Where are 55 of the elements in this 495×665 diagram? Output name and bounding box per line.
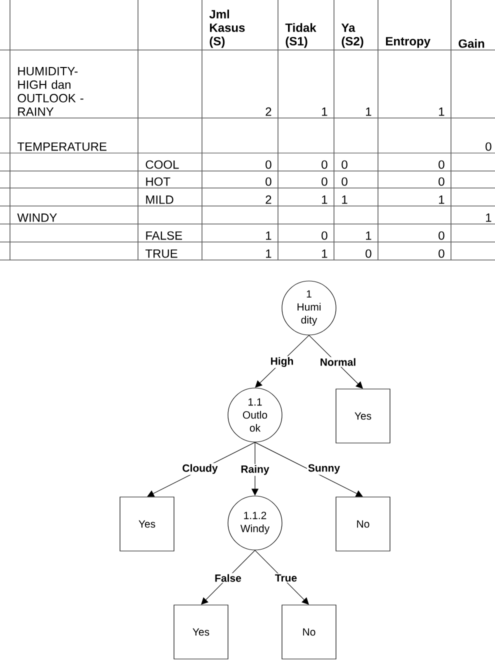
table-cell: WINDY	[17, 214, 57, 222]
table-cell: MILD	[146, 196, 174, 204]
table-cell: 2	[266, 107, 272, 116]
table-cell: HOT	[146, 177, 170, 186]
edge-label: Normal	[318, 357, 358, 367]
table-cell: TRUE	[145, 249, 178, 258]
table-cell: 0	[322, 160, 328, 169]
table-cell: 1	[486, 214, 492, 222]
column-header: Entropy	[386, 37, 430, 48]
table-cell: HUMIDITY- HIGH dan OUTLOOK - RAINY	[18, 67, 84, 116]
arrow	[254, 550, 309, 605]
table-cell: 0	[266, 160, 272, 169]
column-header: Gain	[458, 39, 484, 48]
edge-label: High	[269, 356, 295, 368]
table-cell: 0	[438, 231, 444, 240]
arrow	[308, 335, 363, 389]
leaf-box: No	[336, 496, 390, 552]
table-cell: FALSE	[146, 231, 182, 240]
table-cell: 0	[322, 177, 328, 186]
edge-label: False	[214, 573, 242, 583]
table-cell: 0	[266, 177, 272, 186]
table-cell: 1	[322, 108, 328, 116]
column-header: Ya (S2)	[341, 24, 364, 48]
table-cell: 0	[438, 249, 444, 258]
table-cell: 0	[366, 249, 372, 258]
table-cell: COOL	[146, 160, 179, 169]
table-cell: 1	[366, 108, 372, 116]
table-cell: 1	[266, 250, 272, 258]
table-cell: 0	[438, 160, 444, 169]
leaf-box: Yes	[336, 388, 390, 444]
table-cell: 1	[366, 232, 372, 240]
table-cell: 0	[342, 177, 348, 186]
table-cell: 0	[342, 160, 348, 169]
table-cell: 2	[266, 195, 272, 204]
table-cell: 1	[266, 232, 272, 240]
table-cell: 1	[322, 196, 328, 204]
arrow	[201, 550, 256, 605]
leaf-box: No	[282, 604, 336, 660]
arrow	[254, 442, 363, 497]
table-cell: 1	[439, 196, 444, 204]
table-cell: 0	[486, 142, 492, 151]
edge-label: Sunny	[306, 463, 342, 475]
edge-label: True	[274, 573, 298, 583]
table-cell: 1	[439, 108, 444, 116]
table-cell: 1	[342, 196, 348, 204]
table-cell: 1	[322, 250, 328, 258]
table-cell: 0	[438, 177, 444, 186]
leaf-box: Yes	[174, 604, 228, 660]
column-header: Tidak (S1)	[285, 23, 316, 48]
table-cell: TEMPERATURE	[17, 142, 106, 151]
edge-label: Cloudy	[181, 463, 219, 475]
edge-label: Rainy	[240, 464, 270, 476]
column-header: Jml Kasus (S)	[209, 10, 245, 48]
table-cell: 0	[322, 231, 328, 240]
leaf-box: Yes	[120, 496, 174, 552]
